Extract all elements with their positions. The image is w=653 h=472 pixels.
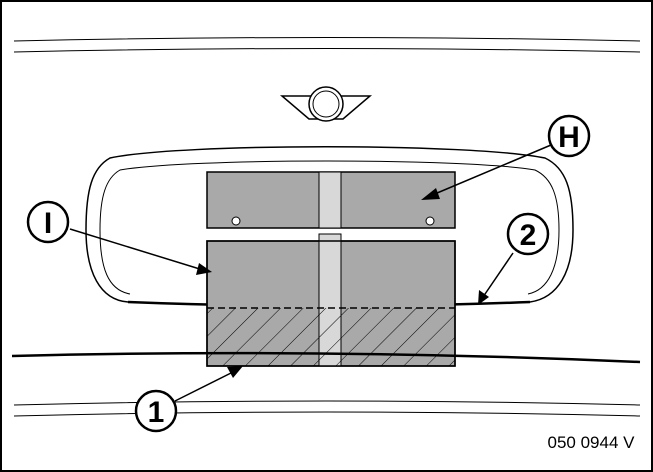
svg-text:H: H	[558, 121, 580, 154]
tailgate-recess-outline	[85, 146, 574, 303]
mounting-screw-right	[425, 216, 435, 226]
leader-arrow-H	[421, 144, 552, 200]
tailgate-recess-inner-outline	[99, 160, 560, 295]
bumper-lower-line-2	[13, 411, 641, 417]
svg-text:I: I	[44, 207, 52, 240]
leader-arrow-2	[478, 252, 514, 305]
svg-text:1: 1	[148, 396, 165, 429]
callout-H: H	[547, 114, 591, 158]
license-plate-upper-section	[206, 171, 456, 229]
license-plate-lower-section	[206, 233, 456, 367]
figure-id: 050 0944 V	[548, 433, 636, 452]
svg-text:2: 2	[520, 219, 537, 252]
bumper-lower-line-1	[13, 400, 641, 406]
bumper-upper-line	[11, 351, 641, 364]
callout-1: 1	[134, 389, 178, 433]
leader-arrow-1	[174, 366, 243, 402]
mini-wings-logo-icon	[279, 86, 373, 122]
leader-arrow-I	[69, 228, 212, 275]
mounting-screw-left	[231, 216, 241, 226]
callout-I: I	[26, 200, 70, 244]
body-contour-line-top-2	[13, 48, 641, 53]
callout-2: 2	[506, 212, 550, 256]
body-contour-line-top-1	[13, 37, 641, 42]
